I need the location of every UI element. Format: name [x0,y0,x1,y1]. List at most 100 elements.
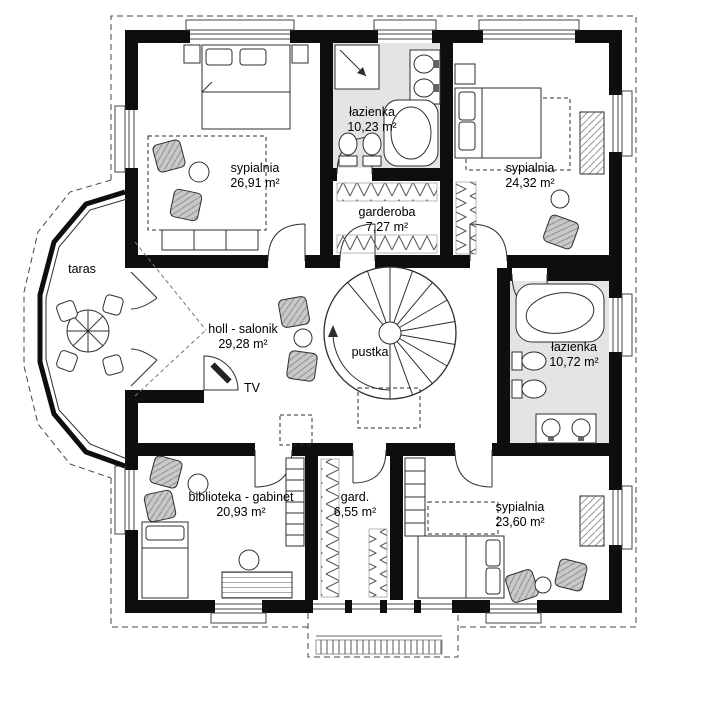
corner-bathtub-icon [383,99,439,167]
bedroom-top-left-furniture [147,44,309,251]
toilet-icon [338,132,358,167]
side-table-icon [534,576,552,594]
closet-strip-icon [320,458,340,598]
shower-icon [334,44,380,90]
nightstand [454,63,476,85]
double-sink-icon [409,49,441,105]
terrace-chair-icon [56,294,124,376]
terrace-roof-dashed-lines [134,241,207,397]
room-name: łazienka [349,105,395,119]
bedroom-bottom-right-furniture [404,457,605,603]
room-name: łazienka [551,340,597,354]
room-name: biblioteka - gabinet [188,490,294,504]
terrace-bay [37,189,207,469]
side-table-icon [293,328,313,348]
desk-chair-icon [238,549,260,571]
terrace-french-door-bottom-leaf [130,348,158,387]
roof-overhang-outline [23,15,637,658]
tall-cupboard-icon [404,457,426,537]
door-bedroom-top-left [267,223,306,262]
room-name: sypialnia [230,161,280,175]
closet-strip-icon [336,182,438,202]
windows [114,19,633,624]
door-library [254,449,293,488]
door-wardrobe-bottom [352,449,387,484]
bathroom-top-fixtures [334,44,441,167]
room-name: pustka [351,345,389,359]
room-area: 10,23 m² [347,120,397,134]
room-area: 7,27 m² [365,220,409,234]
dresser-icon [579,111,605,175]
double-bed-icon [201,44,291,130]
bidet-icon [362,132,382,167]
room-name: holl - salonik [208,322,278,336]
hall-furniture [203,296,318,446]
tv-corner-wall-stub [138,390,204,403]
bookshelf-icon [285,457,305,547]
nightstand [183,44,201,64]
room-area: 29,28 m² [218,337,268,351]
room-label-bedroom-top-right: sypialnia 24,32 m² [505,161,554,191]
side-table-icon [187,473,209,495]
terrace-french-door-top-leaf [130,271,158,310]
room-label-hall: holl - salonik 29,28 m² [208,322,277,352]
armchair-icon [152,139,186,173]
room-label-bedroom-bottom-right: sypialnia 23,60 m² [495,500,544,530]
bedroom-top-right-furniture [454,63,605,255]
armchair-icon [286,350,318,382]
armchair-icon [554,558,588,592]
toilet-icon [511,351,547,371]
wardrobe-bottom-closets [320,458,388,598]
bidet-icon [511,379,547,399]
room-area: 10,72 m² [549,355,599,369]
room-area: 26,91 m² [230,176,280,190]
corner-bathtub-icon [515,283,605,343]
armchair-icon [505,569,539,603]
room-label-bathroom-right: łazienka 10,72 m² [549,340,598,370]
room-name: sypialnia [505,161,555,175]
doors [130,136,548,488]
tv-label: TV [244,381,260,395]
room-area: 20,93 m² [216,505,266,519]
room-area: 24,32 m² [505,176,555,190]
room-label-terrace: taras [68,262,96,277]
walls [125,30,622,613]
stair-direction-arrow [332,332,391,391]
room-area: 23,60 m² [495,515,545,529]
room-label-bathroom-top: łazienka 10,23 m² [347,105,396,135]
balcony [315,635,443,655]
room-label-bedroom-top-left: sypialnia 26,91 m² [230,161,279,191]
side-table-icon [550,189,570,209]
spiral-staircase [323,266,457,429]
double-bed-icon [417,535,505,599]
armchair-icon [543,214,579,250]
wardrobe-top-closets [336,182,438,254]
terrace-table-icon [66,309,110,353]
rug [279,414,313,446]
library-furniture [141,455,305,599]
single-bed-icon [141,521,189,599]
room-label-wardrobe-bottom: gard. 6,55 m² [334,490,376,520]
side-table-icon [188,161,210,183]
closet-strip-icon [455,181,477,255]
bathroom-right-fixtures [511,283,605,444]
armchair-icon [278,296,310,328]
room-label-wardrobe-top: garderoba 7,27 m² [359,205,416,235]
tv-icon [210,362,232,384]
closet-strip-icon [336,234,438,254]
room-name: taras [68,262,96,276]
rug [147,135,267,231]
door-bedroom-bottom [454,449,493,488]
room-name: garderoba [358,205,416,219]
void-opening-dashed [357,387,421,429]
room-area: 6,55 m² [333,505,377,519]
armchair-icon [169,188,203,222]
room-label-void: pustka [352,345,389,360]
room-name: sypialnia [495,500,545,514]
tv-stand-icon [203,355,239,391]
dresser-icon [579,495,605,547]
desk-icon [221,571,293,599]
double-sink-icon [535,413,597,444]
